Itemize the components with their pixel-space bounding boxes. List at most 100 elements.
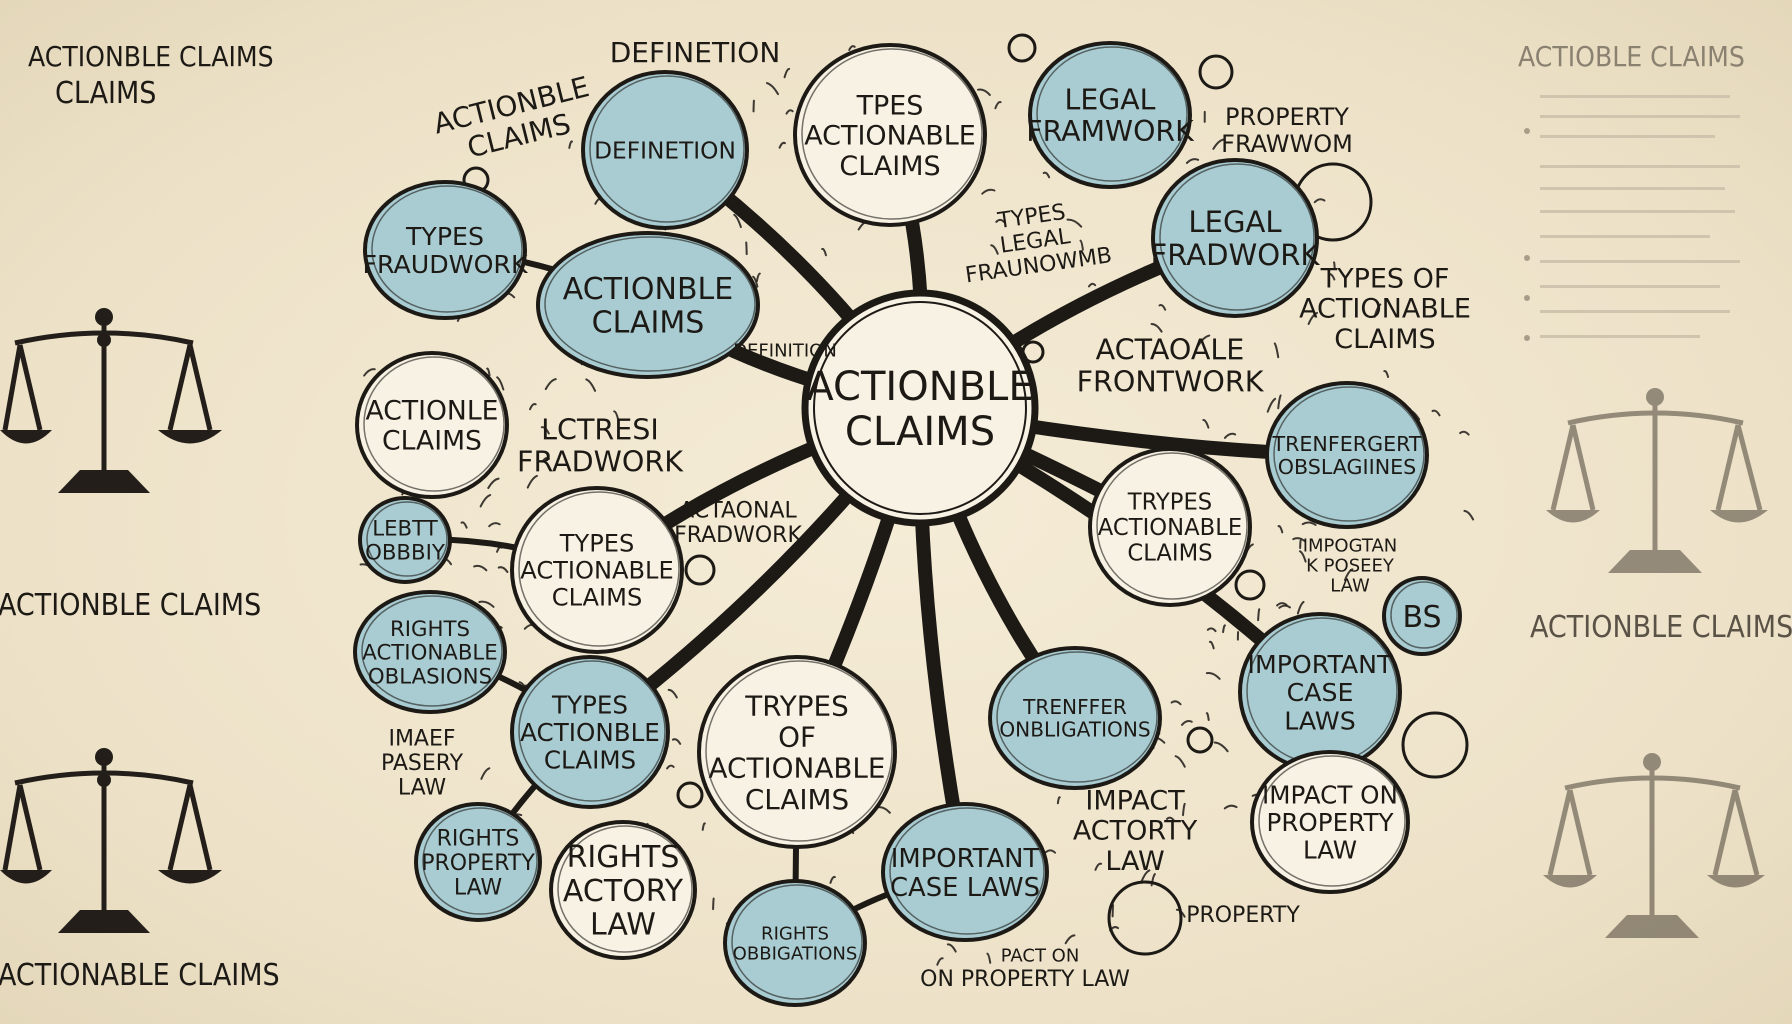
node-bubble bbox=[355, 351, 509, 499]
node-bubble-outline bbox=[996, 651, 1158, 783]
doodle-mark bbox=[473, 564, 488, 572]
node-bubble bbox=[536, 231, 760, 379]
node-bubble-outline bbox=[1036, 46, 1188, 182]
doodle-mark bbox=[667, 688, 678, 699]
label-definetion-top-line: DEFINETION bbox=[610, 36, 781, 69]
doodle-mark bbox=[1222, 624, 1227, 634]
node-types-actionable-right-line: ACTIONABLE bbox=[1098, 515, 1242, 541]
node-rights-obligations-left-line: ACTIONABLE bbox=[362, 641, 497, 666]
doodle-mark bbox=[568, 140, 573, 149]
node-definetion[interactable]: DEFINETION bbox=[581, 70, 749, 230]
doodle-mark bbox=[936, 957, 944, 966]
label-property-frawwom-line: FRAWWOM bbox=[1221, 130, 1353, 158]
doodle-mark bbox=[1087, 282, 1097, 288]
scales-of-justice-icon bbox=[0, 735, 240, 945]
node-bubble-outline bbox=[518, 660, 666, 802]
doodle-mark bbox=[1301, 521, 1317, 526]
node-important-case-laws-bottom-line: CASE LAWS bbox=[890, 873, 1040, 903]
doodle-mark bbox=[1079, 239, 1084, 251]
doodle-mark bbox=[765, 82, 780, 96]
doodle-mark bbox=[363, 368, 376, 377]
doodle-mark bbox=[733, 213, 742, 229]
node-rights-obligations-left-line: RIGHTS bbox=[390, 617, 470, 642]
node-legit-small-line: OBBBIY bbox=[365, 541, 446, 566]
node-types-actionable-top-line: ACTIONABLE bbox=[804, 121, 976, 152]
label-definition-small-line: DEFINITION bbox=[733, 340, 837, 361]
doodle-mark bbox=[496, 376, 505, 391]
doodle-mark bbox=[1223, 804, 1238, 810]
node-bubble bbox=[881, 802, 1049, 942]
decorative-circle-icon bbox=[1107, 880, 1183, 956]
node-bs-badge[interactable]: BS bbox=[1382, 576, 1462, 656]
side-label-top-right: ACTIOBLE CLAIMS bbox=[1518, 40, 1745, 73]
doodle-mark bbox=[1094, 862, 1103, 871]
scales-of-justice-faded-icon bbox=[1535, 740, 1775, 950]
document-lines-decoration bbox=[1520, 95, 1750, 355]
doodle-mark bbox=[1158, 304, 1167, 311]
label-actaonal-fradwork-line: FRADWORK bbox=[674, 523, 802, 548]
node-transfer-obligations-bottom-line: ONBLIGATIONS bbox=[999, 717, 1150, 741]
doodle-mark bbox=[1140, 869, 1151, 883]
doodle-mark bbox=[1296, 600, 1305, 615]
doodle-mark bbox=[529, 403, 537, 411]
label-impact-actorty-law-line: IMPACT bbox=[1085, 785, 1185, 816]
label-impogtan-law-line: K POSEEY bbox=[1306, 555, 1395, 576]
doodle-mark bbox=[666, 764, 675, 770]
node-actionle-claims-line: CLAIMS bbox=[382, 425, 482, 456]
side-label-bottom-left: ACTIONABLE CLAIMS bbox=[0, 958, 280, 993]
doodle-mark bbox=[1459, 430, 1470, 436]
decorative-circle-icon bbox=[1198, 54, 1234, 90]
doodle-mark bbox=[460, 521, 468, 529]
node-bubble bbox=[723, 879, 867, 1007]
node-rights-actory-law-line: RIGHTS bbox=[567, 840, 680, 875]
node-types-framework-line: FRAUDWORK bbox=[363, 250, 529, 279]
node-rights-actory-law-line: ACTORY bbox=[563, 874, 684, 909]
node-bubble bbox=[549, 820, 697, 960]
doodle-mark bbox=[1197, 334, 1211, 347]
doodle-mark bbox=[848, 45, 856, 51]
node-bubble-outline bbox=[1258, 755, 1406, 887]
node-bubble bbox=[1250, 750, 1410, 894]
label-actaonal-fradwork-line: ACTAONAL bbox=[679, 499, 797, 524]
node-definetion-line: DEFINETION bbox=[594, 137, 736, 164]
doodle-mark bbox=[526, 474, 538, 489]
doodle-mark bbox=[1042, 171, 1051, 179]
doodle-mark bbox=[990, 244, 999, 255]
node-actionable-claims-cloud-line: ACTIONBLE bbox=[563, 272, 733, 307]
doodle-mark bbox=[946, 943, 957, 953]
doodle-mark bbox=[1298, 550, 1307, 563]
node-bubble-outline bbox=[1273, 386, 1425, 522]
doodle-mark bbox=[986, 952, 992, 964]
node-bubble bbox=[581, 70, 749, 230]
doodle-mark bbox=[1066, 218, 1083, 228]
node-bubble bbox=[510, 655, 670, 809]
